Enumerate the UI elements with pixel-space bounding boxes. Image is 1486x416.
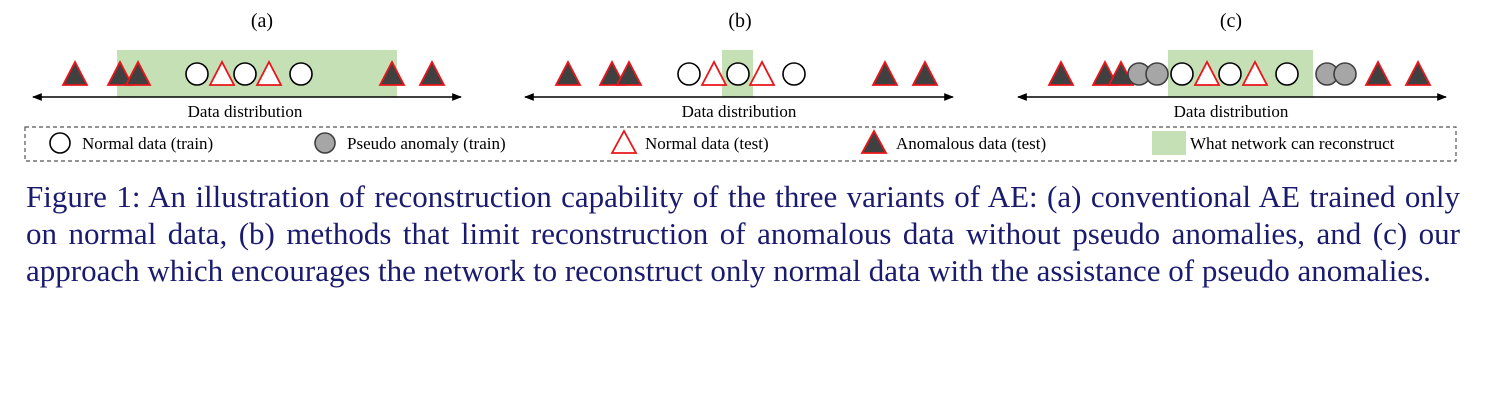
normal-train-circle <box>289 62 313 86</box>
legend-box <box>24 126 1457 162</box>
normal-train-circle <box>782 62 806 86</box>
legend-normal-train-icon <box>49 132 71 154</box>
anomalous-test-triangle <box>598 60 626 86</box>
panel-a-label: (a) <box>251 10 273 32</box>
normal-train-circle <box>185 62 209 86</box>
normal-train-circle <box>1275 62 1299 86</box>
figure-illustration: (a) Data distribution (b) Data distribut… <box>24 10 1457 162</box>
legend-reconstruct-label: What network can reconstruct <box>1190 134 1395 153</box>
normal-train-circle <box>677 62 701 86</box>
normal-test-triangle <box>700 60 728 86</box>
normal-train-circle <box>233 62 257 86</box>
anomalous-test-triangle <box>554 60 582 86</box>
legend-normal-test-icon <box>610 129 638 154</box>
normal-test-triangle <box>1241 60 1269 86</box>
normal-test-triangle <box>208 60 236 86</box>
normal-test-triangle <box>748 60 776 86</box>
legend: Normal data (train) Pseudo anomaly (trai… <box>24 126 1457 162</box>
anomalous-test-triangle <box>1107 60 1135 86</box>
legend-normal-train-label: Normal data (train) <box>82 134 213 153</box>
reconstruct-region-a <box>117 50 397 97</box>
normal-test-triangle <box>255 60 283 86</box>
panel-c-label: (c) <box>1220 10 1242 32</box>
axis-label-b: Data distribution <box>682 102 797 121</box>
anomalous-test-triangle <box>871 60 899 86</box>
normal-train-circle <box>726 62 750 86</box>
legend-reconstruct-icon <box>1152 131 1186 155</box>
panel-c: (c) Data distribution <box>1017 10 1447 121</box>
anomalous-test-triangle <box>911 60 939 86</box>
legend-anomalous-test-label: Anomalous data (test) <box>896 134 1046 153</box>
pseudo-anomaly-circle <box>1333 62 1357 86</box>
legend-normal-test-label: Normal data (test) <box>645 134 769 153</box>
anomalous-test-triangle <box>1364 60 1392 86</box>
legend-anomalous-test-icon <box>860 129 888 154</box>
normal-test-triangle <box>1193 60 1221 86</box>
anomalous-test-triangle <box>378 60 406 86</box>
axis-label-c: Data distribution <box>1174 102 1289 121</box>
anomalous-test-triangle <box>1404 60 1432 86</box>
pseudo-anomaly-circle <box>1145 62 1169 86</box>
anomalous-test-triangle <box>124 60 152 86</box>
anomalous-test-triangle <box>1047 60 1075 86</box>
anomalous-test-triangle <box>418 60 446 86</box>
panel-a: (a) Data distribution <box>32 10 462 121</box>
panel-b-label: (b) <box>728 10 751 32</box>
legend-pseudo-anomaly-icon <box>314 132 336 154</box>
panel-b: (b) Data distribution <box>524 10 954 121</box>
axis-label-a: Data distribution <box>188 102 303 121</box>
figure-caption: Figure 1: An illustration of reconstruct… <box>26 179 1460 288</box>
normal-train-circle <box>1170 62 1194 86</box>
anomalous-test-triangle <box>615 60 643 86</box>
anomalous-test-triangle <box>61 60 89 86</box>
legend-pseudo-anomaly-label: Pseudo anomaly (train) <box>347 134 506 153</box>
normal-train-circle <box>1218 62 1242 86</box>
anomalous-test-triangle <box>106 60 134 86</box>
